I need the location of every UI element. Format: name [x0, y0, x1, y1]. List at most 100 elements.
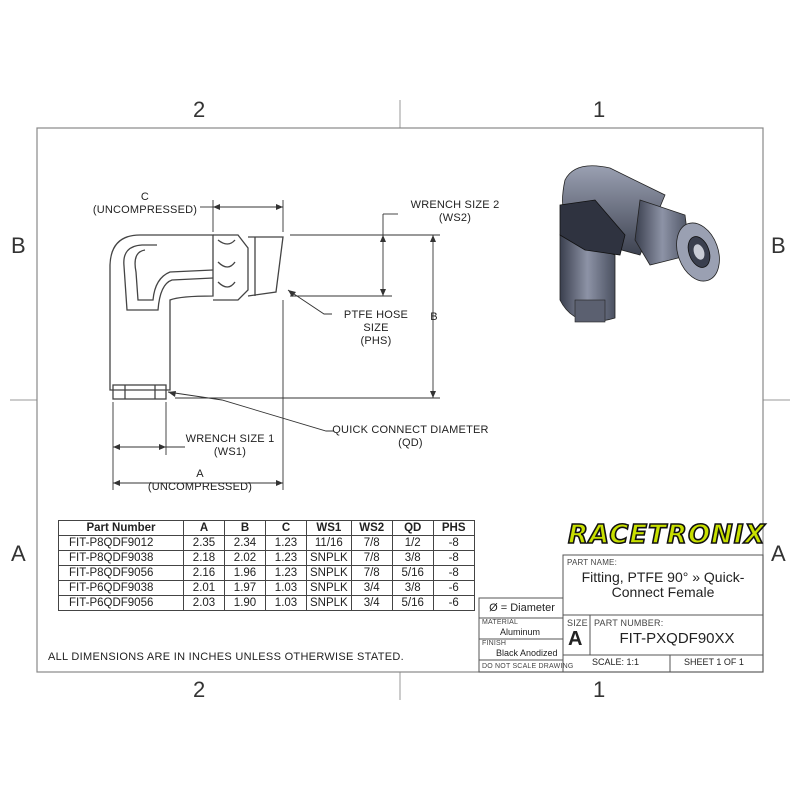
table-cell: 1/2 — [391, 535, 434, 551]
dim-a-letter: A — [196, 468, 204, 480]
part-number-value: FIT-PXQDF90XX — [619, 630, 735, 647]
table-cell: SNPLK — [306, 565, 352, 581]
table-cell: FIT-P6QDF9038 — [58, 580, 184, 596]
table-cell: SNPLK — [306, 595, 352, 611]
table-cell: 5/16 — [391, 565, 434, 581]
dim-ws1-text: WRENCH SIZE 1 — [185, 433, 275, 445]
material-value: Aluminum — [500, 627, 541, 637]
table-row: FIT-P6QDF9056 2.03 1.90 1.03 SNPLK 3/4 5… — [58, 595, 475, 611]
zone-number-1-bottom: 1 — [593, 677, 606, 702]
part-name-line1: Fitting, PTFE 90° » Quick- — [581, 569, 745, 585]
dim-c-sub: (UNCOMPRESSED) — [92, 204, 198, 216]
table-header-cell: B — [224, 520, 266, 536]
size-value: A — [568, 628, 583, 650]
dimension-arrows — [113, 204, 436, 486]
material-label: MATERIAL — [482, 619, 519, 626]
dim-c-letter: C — [140, 191, 150, 203]
dim-a-label: A (UNCOMPRESSED) — [145, 468, 255, 494]
table-cell: 7/8 — [350, 535, 393, 551]
fitting-side-view — [109, 234, 284, 400]
table-cell: -8 — [432, 550, 475, 566]
table-header-cell: WS1 — [306, 520, 352, 536]
fitting-3d-view — [559, 165, 720, 323]
dim-ws2-sub: (WS2) — [438, 212, 472, 224]
table-header-row: Part Number A B C WS1 WS2 QD PHS — [58, 520, 475, 536]
table-row: FIT-P8QDF9056 2.16 1.96 1.23 SNPLK 7/8 5… — [58, 565, 475, 581]
table-cell: 1.97 — [224, 580, 266, 596]
zone-letter-a-right: A — [771, 541, 786, 566]
zone-letter-a-left: A — [11, 541, 26, 566]
diameter-note: Ø = Diameter — [489, 602, 555, 614]
table-cell: -6 — [432, 595, 475, 611]
table-header-cell: A — [183, 520, 225, 536]
table-cell: 1.96 — [224, 565, 266, 581]
scale-value: SCALE: 1:1 — [592, 657, 640, 667]
table-cell: 2.34 — [224, 535, 266, 551]
zone-number-1-top: 1 — [593, 97, 606, 122]
size-label: SIZE — [567, 618, 588, 628]
dim-ws2-text: WRENCH SIZE 2 — [410, 199, 500, 211]
table-header-cell: WS2 — [350, 520, 393, 536]
dimension-note: ALL DIMENSIONS ARE IN INCHES UNLESS OTHE… — [48, 651, 404, 663]
dim-qd-label: QUICK CONNECT DIAMETER (QD) — [328, 424, 493, 450]
part-number-label: PART NUMBER: — [594, 618, 664, 628]
table-cell: 1.23 — [265, 565, 307, 581]
no-scale-note: DO NOT SCALE DRAWING — [482, 663, 574, 670]
table-cell: SNPLK — [306, 550, 352, 566]
table-cell: 2.01 — [183, 580, 225, 596]
table-cell: -6 — [432, 580, 475, 596]
dimension-lines — [112, 200, 440, 490]
drawing-border — [36, 127, 764, 673]
table-row: FIT-P6QDF9038 2.01 1.97 1.03 SNPLK 3/4 3… — [58, 580, 475, 596]
table-header-cell: Part Number — [58, 520, 184, 536]
dim-ws1-sub: (WS1) — [213, 446, 247, 458]
dim-qd-sub: (QD) — [398, 437, 423, 449]
table-row: FIT-P8QDF9038 2.18 2.02 1.23 SNPLK 7/8 3… — [58, 550, 475, 566]
zone-letter-b-right: B — [771, 233, 786, 258]
table-cell: 3/4 — [350, 580, 393, 596]
zone-letter-b-left: B — [11, 233, 26, 258]
finish-value: Black Anodized — [496, 648, 558, 658]
table-cell: 2.02 — [224, 550, 266, 566]
table-cell: 1.03 — [265, 595, 307, 611]
table-header-cell: QD — [391, 520, 434, 536]
table-header-cell: PHS — [432, 520, 475, 536]
sheet-value: SHEET 1 OF 1 — [684, 657, 744, 667]
dim-qd-text: QUICK CONNECT DIAMETER — [332, 424, 489, 436]
table-cell: 3/4 — [350, 595, 393, 611]
table-cell: FIT-P8QDF9012 — [58, 535, 184, 551]
dim-phs-label: PTFE HOSE SIZE (PHS) — [330, 309, 422, 348]
dim-phs-text: PTFE HOSE SIZE — [343, 309, 409, 334]
dim-b-letter: B — [430, 311, 438, 323]
zone-number-2-bottom: 2 — [193, 677, 206, 702]
dim-ws1-label: WRENCH SIZE 1 (WS1) — [180, 433, 280, 459]
table-cell: 3/8 — [391, 580, 434, 596]
table-cell: -8 — [432, 535, 475, 551]
part-name-label: PART NAME: — [567, 558, 618, 567]
table-cell: 2.35 — [183, 535, 225, 551]
title-block-lines — [478, 554, 764, 673]
table-cell: 2.18 — [183, 550, 225, 566]
dim-ws2-label: WRENCH SIZE 2 (WS2) — [395, 199, 515, 225]
table-cell: -8 — [432, 565, 475, 581]
part-name: Fitting, PTFE 90° » Quick- Connect Femal… — [565, 570, 761, 600]
table-cell: 11/16 — [306, 535, 352, 551]
table-cell: 7/8 — [350, 550, 393, 566]
racetronix-logo: RACETRONIX — [567, 519, 766, 551]
table-cell: 1.03 — [265, 580, 307, 596]
table-cell: SNPLK — [306, 580, 352, 596]
finish-label: FINISH — [482, 640, 507, 647]
dim-a-sub: (UNCOMPRESSED) — [147, 481, 253, 493]
table-cell: 2.03 — [183, 595, 225, 611]
table-header-cell: C — [265, 520, 307, 536]
table-cell: 5/16 — [391, 595, 434, 611]
table-cell: FIT-P8QDF9056 — [58, 565, 184, 581]
table-cell: FIT-P8QDF9038 — [58, 550, 184, 566]
table-cell: 1.23 — [265, 550, 307, 566]
parts-table: Part Number A B C WS1 WS2 QD PHS FIT-P8Q… — [58, 520, 475, 611]
table-cell: 1.90 — [224, 595, 266, 611]
table-cell: 2.16 — [183, 565, 225, 581]
table-row: FIT-P8QDF9012 2.35 2.34 1.23 11/16 7/8 1… — [58, 535, 475, 551]
table-cell: 1.23 — [265, 535, 307, 551]
